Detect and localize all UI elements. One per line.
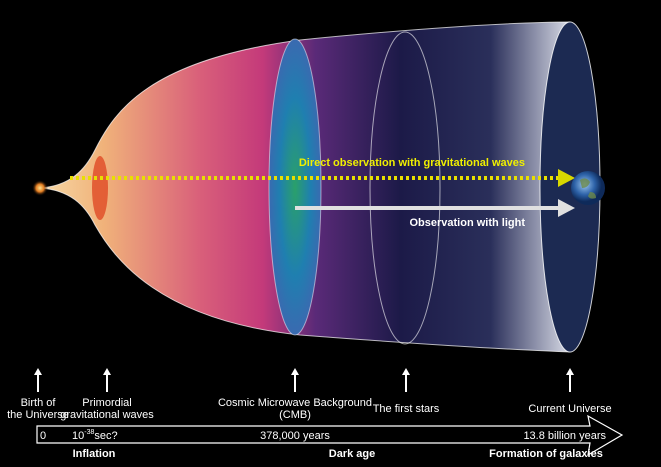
milestone-primordial-line1: Primordial [82, 397, 132, 409]
primordial-waves-disk [92, 156, 108, 220]
milestone-birth-line1: Birth of [21, 397, 57, 409]
earth-icon [571, 171, 605, 205]
timeline-arrow [36, 414, 624, 457]
cmb-ellipse [268, 38, 322, 336]
light-observation-label: Observation with light [409, 217, 525, 229]
milestone-first-stars: The first stars [373, 403, 440, 415]
birth-point [32, 180, 48, 196]
time-cmb: 378,000 years [260, 430, 330, 442]
time-now: 13.8 billion years [523, 430, 606, 442]
earth-land [580, 178, 596, 199]
time-inflation: 10-38sec? [72, 429, 118, 442]
time-zero: 0 [40, 430, 46, 442]
era-dark-age: Dark age [329, 448, 375, 460]
first-stars-ellipse [369, 31, 441, 345]
milestone-cmb-line1: Cosmic Microwave Background [218, 397, 372, 409]
milestone-cmb-line2: (CMB) [279, 409, 311, 421]
milestone-birth-line2: the Universe [7, 409, 69, 421]
milestone-current-universe: Current Universe [528, 403, 611, 415]
gravitational-observation-label: Direct observation with gravitational wa… [299, 157, 525, 169]
era-inflation: Inflation [73, 448, 116, 460]
gravitational-wave-arrowhead [558, 169, 575, 187]
light-arrowhead [558, 199, 575, 217]
era-galaxies: Formation of galaxies [489, 448, 603, 460]
milestone-primordial-line2: gravitational waves [60, 409, 154, 421]
